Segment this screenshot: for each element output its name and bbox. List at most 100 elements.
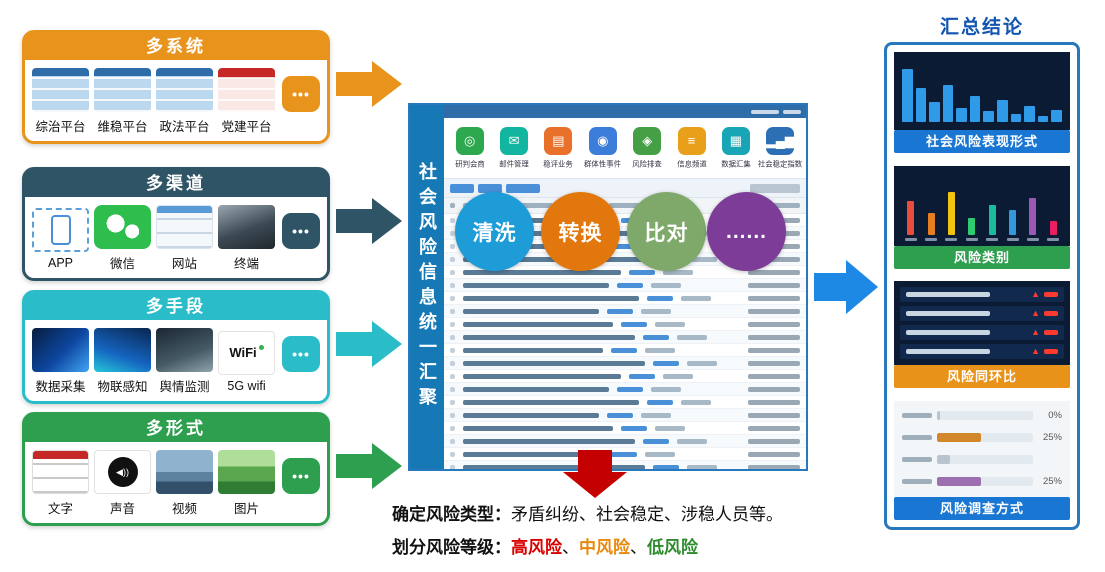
row-title-skeleton (463, 425, 613, 431)
card-title-multi-channel: 多渠道 (25, 170, 327, 197)
row-link-skeleton (629, 373, 655, 379)
row-date-skeleton (748, 282, 800, 288)
table-row[interactable] (444, 331, 806, 344)
row-checkbox-skeleton (450, 451, 455, 457)
bar (929, 102, 940, 122)
survey-label-skeleton (902, 479, 932, 485)
menu-item-7[interactable]: ▦数据汇集 (714, 126, 757, 170)
thumb-label: 物联感知 (97, 380, 148, 394)
table-row[interactable] (444, 279, 806, 292)
row-title-skeleton (463, 399, 639, 405)
table-row[interactable] (444, 396, 806, 409)
toolbar-button-skeleton[interactable] (478, 183, 502, 193)
row-link-skeleton (643, 438, 669, 444)
speaker-glyph: ◀)) (107, 457, 138, 487)
bar-fill (937, 477, 982, 487)
table-row[interactable] (444, 344, 806, 357)
table-row[interactable] (444, 318, 806, 331)
menu-item-3[interactable]: ▤稳评业务 (537, 126, 580, 170)
table-row[interactable] (444, 292, 806, 305)
risk-category-chart (894, 165, 1070, 246)
category-bar (1045, 220, 1062, 241)
row-cell-skeleton (681, 295, 711, 301)
more-button[interactable]: ••• (282, 457, 320, 494)
menu-item-label: 邮件管理 (499, 159, 529, 168)
summary-section-risk-category: 风险类别 (894, 165, 1070, 269)
card-multi-method: 多手段 数据采集 物联感知 舆情监测 WiFi 5G wifi ••• (22, 290, 330, 404)
card-title-multi-method: 多手段 (25, 293, 327, 320)
more-button[interactable]: ••• (282, 212, 320, 249)
bar-track (937, 433, 1033, 443)
row-title-skeleton (463, 360, 645, 366)
card-title-multi-system: 多系统 (25, 33, 327, 60)
row-cell-skeleton (687, 360, 717, 366)
app-toolbar (444, 179, 806, 198)
channel-thumb: 微信 (94, 205, 151, 272)
bar (1010, 114, 1022, 122)
row-date-skeleton (748, 334, 800, 340)
category-bar (984, 204, 1001, 241)
category-label-skeleton (1047, 237, 1060, 241)
row-checkbox-skeleton (450, 282, 455, 288)
menu-item-2[interactable]: ✉ 邮件管理 (492, 126, 535, 170)
bar (1029, 197, 1037, 235)
menu-item-6[interactable]: ≡信息频道 (670, 126, 713, 170)
survey-percent: 0% (1048, 410, 1062, 422)
table-row[interactable] (444, 448, 806, 461)
format-thumb: 视频 (156, 450, 213, 517)
platform-screenshot (156, 68, 213, 112)
table-row[interactable] (444, 435, 806, 448)
menu-item-8[interactable]: ▂▄▆社会稳定指数 (758, 126, 802, 170)
trend-value-skeleton (1044, 349, 1058, 355)
more-button[interactable]: ••• (282, 335, 320, 372)
audio-speaker-icon: ◀)) (94, 450, 151, 494)
row-date-skeleton (748, 347, 800, 353)
table-row[interactable] (444, 357, 806, 370)
row-date-skeleton (748, 451, 800, 457)
row-checkbox-skeleton (450, 347, 455, 353)
card-body: 综治平台 维稳平台 政法平台 党建平台 ••• (25, 60, 327, 141)
flow-arrow-multi-channel (336, 198, 402, 244)
survey-label-skeleton (902, 413, 932, 419)
thumb-label: 舆情监测 (159, 380, 210, 394)
row-link-skeleton (617, 282, 643, 288)
more-button[interactable]: ••• (282, 75, 320, 112)
row-checkbox-skeleton (450, 334, 455, 340)
row-cell-skeleton (651, 282, 681, 288)
risk-type-line: 确定风险类型：矛盾纠纷、社会稳定、涉稳人员等。 (392, 500, 783, 525)
bar-fill (937, 433, 982, 443)
row-date-skeleton (748, 373, 800, 379)
table-row[interactable] (444, 370, 806, 383)
trend-value-skeleton (1044, 330, 1058, 336)
flow-arrow-multi-method (336, 321, 402, 367)
table-row[interactable] (444, 461, 806, 469)
channel-thumb: 终端 (218, 205, 275, 272)
row-cell-skeleton (687, 464, 717, 469)
menu-icon: ✉ (500, 126, 529, 155)
menu-item-1[interactable]: ◎研判会商 (448, 126, 491, 170)
toolbar-button-skeleton[interactable] (506, 183, 540, 193)
row-checkbox-skeleton (450, 373, 455, 379)
table-row[interactable] (444, 409, 806, 422)
row-checkbox-skeleton (450, 399, 455, 405)
row-link-skeleton (607, 412, 633, 418)
category-bar (1024, 197, 1041, 241)
row-link-skeleton (629, 269, 655, 275)
terminal-thumbnail (218, 205, 275, 249)
menu-item-5[interactable]: ◈风险排查 (626, 126, 669, 170)
table-row[interactable] (444, 305, 806, 318)
table-row[interactable] (444, 383, 806, 396)
menu-item-4[interactable]: ◉群体性事件 (581, 126, 624, 170)
row-cell-skeleton (663, 269, 693, 275)
row-checkbox-skeleton (450, 321, 455, 327)
row-checkbox-skeleton (450, 269, 455, 275)
table-row[interactable] (444, 266, 806, 279)
toolbar-button-skeleton[interactable] (450, 183, 474, 193)
thumb-label: 声音 (109, 502, 135, 516)
row-link-skeleton (607, 308, 633, 314)
table-row[interactable] (444, 422, 806, 435)
row-date-skeleton (748, 464, 800, 469)
row-link-skeleton (611, 347, 637, 353)
toolbar-search-skeleton[interactable] (750, 183, 800, 193)
wifi-logo-text: WiFi (229, 345, 263, 360)
